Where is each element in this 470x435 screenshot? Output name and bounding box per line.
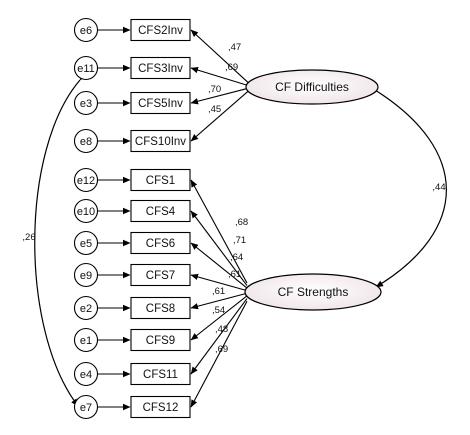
indicator-cfs6-label: CFS6 <box>146 238 175 250</box>
error-e7-label: e7 <box>80 402 92 414</box>
error-e5-label: e5 <box>80 238 92 250</box>
indicator-cfs5inv-label: CFS5Inv <box>138 98 183 110</box>
factor-correlation-arc <box>367 83 447 288</box>
error-e11-label: e11 <box>77 63 95 75</box>
indicator-cfs8-box <box>130 296 191 320</box>
indicator-cfs9-label: CFS9 <box>146 335 175 347</box>
loading-cfs4-coefficient: ,71 <box>233 235 246 246</box>
error-e4-label: e4 <box>80 369 92 381</box>
indicator-cfs8-label: CFS8 <box>146 303 175 315</box>
error-e9-circle <box>73 262 99 288</box>
loading-cfs12-coefficient: ,69 <box>215 344 228 355</box>
indicator-cfs2inv-box <box>130 18 191 42</box>
indicator-cfs4-label: CFS4 <box>146 206 176 218</box>
error-e6-circle <box>73 17 99 43</box>
loading-cfs4-arrow <box>190 210 248 286</box>
indicator-cfs12-label: CFS12 <box>143 402 179 414</box>
error-e4-circle <box>73 361 99 387</box>
latent-cfd-ellipse <box>245 69 379 105</box>
factor-correlation-label: ,44 <box>432 182 445 193</box>
latent-cfs-ellipse <box>244 273 382 311</box>
path-coefficients: ,47 ,69 ,70 ,45 ,68 ,71 ,64 ,61,61 ,54 ,48 ,69 <box>208 42 248 355</box>
indicator-cfs12-box <box>130 395 191 419</box>
indicator-cfs7-box <box>130 263 191 287</box>
error-e10-label: e10 <box>77 206 95 218</box>
indicator-cfs10inv-label: CFS10Inv <box>135 136 186 148</box>
error-e2-circle <box>73 295 99 321</box>
loading-cfs1-coefficient: ,68 <box>235 217 248 228</box>
error-e12-circle <box>73 167 99 193</box>
loading-cfs10inv-arrow <box>190 90 249 142</box>
error-e3-label: e3 <box>80 98 92 110</box>
loading-cfs3inv-arrow <box>190 66 249 87</box>
loading-cfs5inv-coefficient: ,70 <box>208 84 221 95</box>
error-e12-label: e12 <box>77 175 95 187</box>
loading-cfs8-coefficient: ,61 <box>212 286 225 297</box>
error-e10-circle <box>73 198 99 224</box>
latent-cfs-label: CF Strengths <box>278 285 349 299</box>
error-e6-label: e6 <box>80 25 92 37</box>
error-e8-label: e8 <box>80 136 92 148</box>
loading-cfs9-arrow <box>190 295 248 341</box>
error-e11-circle <box>73 55 99 81</box>
error-e5-circle <box>73 230 99 256</box>
error-e2-label: e2 <box>80 303 92 315</box>
indicator-cfs7-label: CFS7 <box>146 270 175 282</box>
error-e1-label: e1 <box>80 335 92 347</box>
indicator-cfs2inv-label: CFS2Inv <box>138 25 183 37</box>
error-e3-circle <box>73 90 99 116</box>
indicator-cfs9-box <box>130 328 191 352</box>
covariance-arcs <box>34 72 447 407</box>
indicator-cfs1-label: CFS1 <box>146 175 175 187</box>
error-covariance-arc <box>34 72 87 407</box>
loading-cfs1-arrow <box>190 179 248 284</box>
error-e7-circle <box>73 394 99 420</box>
indicator-cfs11-label: CFS11 <box>143 369 178 381</box>
indicator-cfs5inv-box <box>130 91 191 115</box>
loading-cfs5inv-arrow <box>190 87 249 105</box>
latent-cfd-label: CF Difficulties <box>275 80 349 94</box>
loading-cfs7-coefficient: ,61 <box>228 269 241 280</box>
path-arrows <box>97 26 249 411</box>
indicator-cfs1-box <box>130 168 191 192</box>
indicator-cfs10inv-box <box>130 129 191 153</box>
loading-cfs2inv-arrow <box>190 29 249 83</box>
loading-cfs11-arrow <box>190 298 248 375</box>
loading-cfs6-coefficient: ,64 <box>230 252 243 263</box>
indicator-cfs6-box <box>130 231 191 255</box>
loading-cfs8-arrow <box>190 292 248 310</box>
error-e8-circle <box>73 128 99 154</box>
indicator-cfs11-box <box>130 362 191 386</box>
loading-cfs10inv-coefficient: ,45 <box>208 104 221 115</box>
loading-cfs12-arrow <box>190 300 248 408</box>
loading-cfs7-arrow <box>190 273 248 292</box>
indicator-cfs4-box <box>130 199 191 223</box>
indicator-cfs3inv-box <box>130 56 191 80</box>
loading-cfs2inv-coefficient: ,47 <box>228 42 241 53</box>
indicator-cfs3inv-label: CFS3Inv <box>138 63 183 75</box>
error-e1-circle <box>73 327 99 353</box>
loading-cfs3inv-coefficient: ,69 <box>225 62 238 73</box>
error-e9-label: e9 <box>80 270 92 282</box>
error-covariance-label: ,26 <box>22 232 35 243</box>
loading-cfs11-coefficient: ,48 <box>215 324 228 335</box>
loading-cfs6-arrow <box>190 242 248 289</box>
loading-cfs9-coefficient: ,54 <box>212 305 225 316</box>
